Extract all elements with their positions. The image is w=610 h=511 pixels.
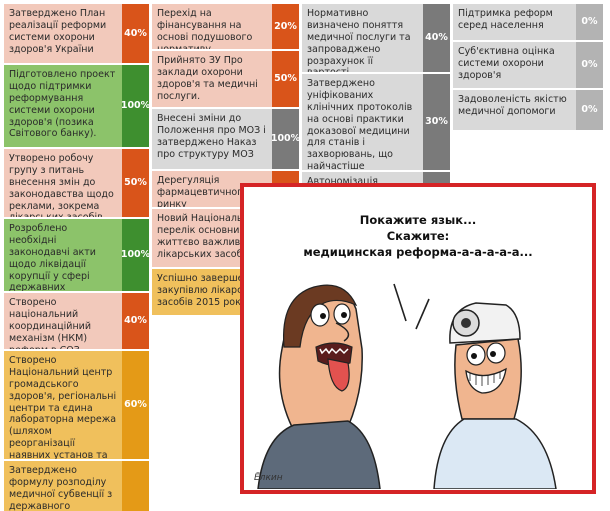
reform-card-percent: 40%	[122, 293, 149, 349]
reform-card-percent: 100%	[121, 219, 150, 291]
reform-card-percent: 0%	[576, 90, 603, 130]
reform-card-percent: 30%	[423, 74, 450, 170]
reform-card: Затверджено формулу розподілу медичної с…	[4, 461, 149, 511]
reform-card: Затверджено План реалізації реформи сист…	[4, 4, 149, 63]
reform-card-percent: 50%	[272, 51, 299, 107]
reform-card-percent: 60%	[122, 351, 149, 459]
reform-card-text: Нормативно визначено поняття медичної по…	[302, 4, 423, 72]
reform-card-text: Підготовлено проект щодо підтримки рефор…	[4, 65, 122, 147]
speech-line-1: Покажите язык...	[359, 213, 477, 227]
reform-card: Створено національний координаційний мех…	[4, 293, 149, 349]
reform-card: Задоволеність якістю медичної допомоги 0…	[453, 90, 603, 130]
speech-line-3: медицинская реформа-а-а-а-а-а...	[303, 245, 533, 259]
reform-card: Нормативно визначено поняття медичної по…	[302, 4, 450, 72]
artist-signature: Ёлкин	[254, 472, 283, 483]
reform-card-percent: 20%	[272, 4, 299, 49]
reform-card-percent: 0%	[576, 4, 603, 40]
reform-card: Розроблено необхідні законодавчі акти що…	[4, 219, 150, 291]
reform-card: Створено Національний центр громадського…	[4, 351, 149, 459]
reform-card-text: Затверджено формулу розподілу медичної с…	[4, 461, 122, 511]
doctor-coat	[433, 418, 557, 489]
reform-card-text: Перехід на фінансування на основі подушо…	[152, 4, 272, 49]
reform-card-text: Суб'єктивна оцінка системи охорони здоро…	[453, 42, 576, 88]
speech-tail-right	[415, 298, 430, 330]
reform-card: Підтримка реформ серед населення 0%	[453, 4, 603, 40]
patient-figure	[257, 284, 381, 489]
reform-card-text: Підтримка реформ серед населення	[453, 4, 576, 40]
reform-card-text: Прийнято ЗУ Про заклади охорони здоров'я…	[152, 51, 272, 107]
reform-card-percent: 0%	[576, 42, 603, 88]
reform-card-text: Затверджено уніфікованих клінічних прото…	[302, 74, 423, 170]
reform-card-percent: 40%	[122, 4, 149, 63]
speech-tail-left	[393, 283, 407, 322]
reform-card-text: Задоволеність якістю медичної допомоги	[453, 90, 576, 130]
cartoon-frame: Покажите язык... Скажите: медицинская ре…	[240, 183, 596, 494]
tongue	[327, 358, 350, 392]
reform-card-text: Затверджено План реалізації реформи сист…	[4, 4, 122, 63]
reform-card: Суб'єктивна оцінка системи охорони здоро…	[453, 42, 603, 88]
cartoon-illustration	[257, 283, 557, 489]
reform-card-text: Розроблено необхідні законодавчі акти що…	[4, 219, 122, 291]
reform-card: Перехід на фінансування на основі подушо…	[152, 4, 299, 49]
reform-card-percent: 100%	[271, 109, 300, 169]
reform-card-percent: 100%	[121, 65, 150, 147]
reform-card-percent: 50%	[122, 149, 149, 217]
reform-card: Внесені зміни до Положення про МОЗ і зат…	[152, 109, 300, 169]
doctor-figure	[433, 302, 557, 489]
reform-card-text: Утворено робочу групу з питань внесення …	[4, 149, 122, 217]
reform-card-percent: 40%	[423, 4, 450, 72]
reform-card: Затверджено уніфікованих клінічних прото…	[302, 74, 450, 170]
reform-card: Прийнято ЗУ Про заклади охорони здоров'я…	[152, 51, 299, 107]
reform-card-text: Створено Національний центр громадського…	[4, 351, 122, 459]
reform-card-percent	[122, 461, 149, 511]
reform-card-text: Створено національний координаційний мех…	[4, 293, 122, 349]
reform-card-text: Внесені зміни до Положення про МОЗ і зат…	[152, 109, 272, 169]
speech-line-2: Скажите:	[386, 229, 450, 243]
reform-card: Утворено робочу групу з питань внесення …	[4, 149, 149, 217]
reform-card: Підготовлено проект щодо підтримки рефор…	[4, 65, 150, 147]
